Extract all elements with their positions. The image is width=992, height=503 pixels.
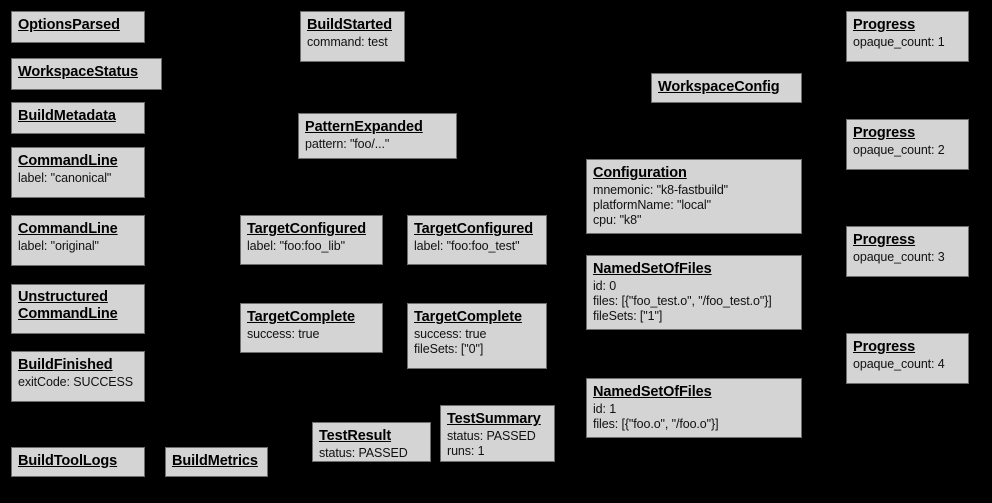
node-field: success: true (414, 327, 487, 341)
node-title: PatternExpanded (305, 119, 423, 135)
node-field: opaque_count: 4 (853, 357, 945, 371)
node-title: OptionsParsed (18, 17, 120, 33)
node-title: CommandLine (18, 153, 118, 169)
node-title: Configuration (593, 165, 687, 181)
node-unstructured-command-line[interactable]: Unstructured CommandLine (11, 284, 145, 334)
node-title: TargetComplete (414, 309, 522, 325)
node-progress-4[interactable]: Progress opaque_count: 4 (846, 333, 969, 384)
node-title: Progress (853, 232, 916, 248)
node-title: WorkspaceStatus (18, 64, 138, 80)
node-title: TestSummary (447, 411, 541, 427)
node-progress-2[interactable]: Progress opaque_count: 2 (846, 119, 969, 170)
node-fields: label: "foo:foo_lib" (247, 239, 376, 254)
node-fields: command: test (307, 35, 398, 50)
node-progress-3[interactable]: Progress opaque_count: 3 (846, 226, 969, 277)
node-fields: label: "canonical" (18, 171, 138, 186)
node-fields: label: "original" (18, 239, 138, 254)
node-build-finished[interactable]: BuildFinished exitCode: SUCCESS (11, 351, 145, 402)
node-field: mnemonic: "k8-fastbuild" (593, 183, 729, 197)
node-title: TestResult (319, 428, 392, 444)
node-field: id: 0 (593, 279, 617, 293)
node-field: files: [{"foo.o", "/foo.o"}] (593, 417, 719, 431)
node-title: WorkspaceConfig (658, 79, 780, 95)
node-title: BuildToolLogs (18, 453, 118, 469)
node-field: fileSets: ["1"] (593, 309, 663, 323)
node-field: label: "canonical" (18, 171, 112, 185)
node-field: opaque_count: 1 (853, 35, 945, 49)
node-field: cpu: "k8" (593, 213, 642, 227)
node-command-line-original[interactable]: CommandLine label: "original" (11, 215, 145, 266)
node-title: TargetConfigured (247, 221, 366, 237)
node-field: id: 1 (593, 402, 617, 416)
node-title: CommandLine (18, 221, 118, 237)
node-command-line-canonical[interactable]: CommandLine label: "canonical" (11, 147, 145, 198)
node-field: runs: 1 (447, 444, 485, 458)
node-field: label: "foo:foo_test" (414, 239, 520, 253)
node-configuration[interactable]: Configuration mnemonic: "k8-fastbuild"pla… (586, 159, 802, 234)
node-title: Unstructured CommandLine (18, 289, 118, 322)
node-field: platformName: "local" (593, 198, 711, 212)
node-workspace-status[interactable]: WorkspaceStatus (11, 58, 162, 90)
node-title: BuildFinished (18, 357, 113, 373)
node-fields: opaque_count: 3 (853, 250, 962, 265)
node-fields: mnemonic: "k8-fastbuild"platformName: "l… (593, 183, 795, 228)
node-field: status: PASSED (319, 446, 408, 460)
node-field: fileSets: ["0"] (414, 342, 484, 356)
node-options-parsed[interactable]: OptionsParsed (11, 11, 145, 43)
node-fields: exitCode: SUCCESS (18, 375, 138, 390)
node-title: BuildMetrics (172, 453, 258, 469)
node-field: label: "original" (18, 239, 99, 253)
node-fields: status: PASSED (319, 446, 424, 461)
node-fields: success: true (247, 327, 376, 342)
node-target-configured-foo-test[interactable]: TargetConfigured label: "foo:foo_test" (407, 215, 547, 265)
node-title: Progress (853, 339, 916, 355)
node-fields: label: "foo:foo_test" (414, 239, 540, 254)
node-fields: opaque_count: 2 (853, 143, 962, 158)
node-title: NamedSetOfFiles (593, 261, 712, 277)
node-title: NamedSetOfFiles (593, 384, 712, 400)
node-field: opaque_count: 3 (853, 250, 945, 264)
node-progress-1[interactable]: Progress opaque_count: 1 (846, 11, 969, 62)
node-title: Progress (853, 17, 916, 33)
node-test-result[interactable]: TestResult status: PASSED (312, 422, 431, 462)
node-title: BuildStarted (307, 17, 393, 33)
node-field: label: "foo:foo_lib" (247, 239, 345, 253)
node-field: success: true (247, 327, 320, 341)
node-target-configured-foo-lib[interactable]: TargetConfigured label: "foo:foo_lib" (240, 215, 383, 265)
node-build-started[interactable]: BuildStarted command: test (300, 11, 405, 62)
node-title: BuildMetadata (18, 108, 116, 124)
node-title: Progress (853, 125, 916, 141)
node-build-tool-logs[interactable]: BuildToolLogs (11, 447, 145, 477)
node-fields: opaque_count: 4 (853, 357, 962, 372)
node-field: opaque_count: 2 (853, 143, 945, 157)
node-workspace-config[interactable]: WorkspaceConfig (651, 73, 802, 103)
node-field: status: PASSED (447, 429, 536, 443)
node-target-complete-lib[interactable]: TargetComplete success: true (240, 303, 383, 353)
node-field: files: [{"foo_test.o", "/foo_test.o"}] (593, 294, 772, 308)
node-fields: pattern: "foo/..." (305, 137, 450, 152)
node-title: TargetConfigured (414, 221, 533, 237)
node-pattern-expanded[interactable]: PatternExpanded pattern: "foo/..." (298, 113, 457, 159)
node-field: command: test (307, 35, 388, 49)
node-field: pattern: "foo/..." (305, 137, 390, 151)
node-title: TargetComplete (247, 309, 355, 325)
node-fields: opaque_count: 1 (853, 35, 962, 50)
node-build-metrics[interactable]: BuildMetrics (165, 447, 268, 477)
node-field: exitCode: SUCCESS (18, 375, 134, 389)
node-build-metadata[interactable]: BuildMetadata (11, 102, 145, 134)
